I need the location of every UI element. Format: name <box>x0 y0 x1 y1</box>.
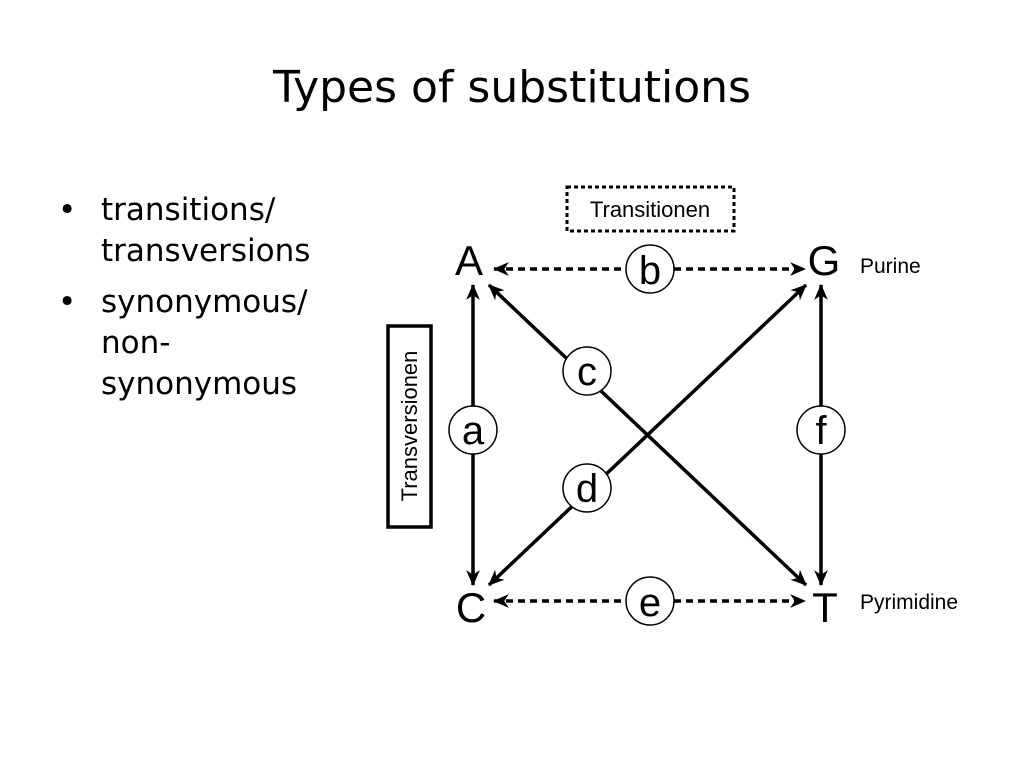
transversions-box: Transversionen <box>386 324 433 529</box>
edge-label-e: e <box>625 576 675 626</box>
bullet-dot: • <box>58 283 77 320</box>
bullet-list: • transitions/ transversions • synonymou… <box>58 190 378 415</box>
edge-label-a: a <box>448 405 498 455</box>
transversions-box-border <box>386 324 433 529</box>
svg-text:b: b <box>639 249 661 293</box>
bullet-text: transitions/ transversions <box>101 192 311 269</box>
edge-label-b: b <box>625 244 675 294</box>
bullet-dot: • <box>58 192 77 228</box>
svg-text:c: c <box>577 350 597 394</box>
svg-text:a: a <box>462 409 485 453</box>
node-a: A <box>455 237 483 284</box>
edge-label-f: f <box>796 405 846 455</box>
group-label-purine: Purine <box>860 255 921 278</box>
edge-label-d: d <box>562 463 612 513</box>
edge-d-line <box>487 283 808 587</box>
transitions-box-border <box>565 185 736 233</box>
transitions-box-label: Transitionen <box>590 197 710 222</box>
svg-text:e: e <box>639 581 661 625</box>
edge-label-c: c <box>562 346 612 396</box>
svg-text:d: d <box>576 467 598 511</box>
transitions-box: Transitionen <box>565 185 736 233</box>
node-t: T <box>812 584 838 631</box>
bullet-text: synonymous/ non- synonymous <box>101 283 308 402</box>
slide-title: Types of substitutions <box>273 62 751 113</box>
group-label-pyrimidine: Pyrimidine <box>860 591 958 614</box>
transversions-box-label: Transversionen <box>397 351 422 502</box>
node-c: C <box>456 584 486 631</box>
bullet-item-transitions: • transitions/ transversions <box>58 190 378 272</box>
node-g: G <box>808 237 841 284</box>
bullet-item-synonymous: • synonymous/ non- synonymous <box>58 282 378 405</box>
svg-text:f: f <box>815 409 827 453</box>
